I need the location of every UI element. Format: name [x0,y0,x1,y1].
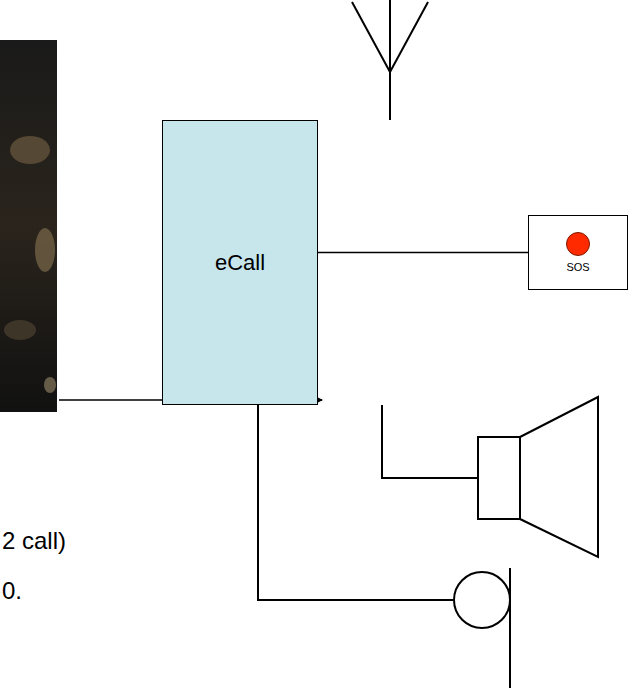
process-box: eCall [162,120,318,405]
antenna-symbol [352,0,428,120]
sos-button: SOS [528,215,628,290]
wire-connector [318,252,528,254]
box-title: eCall [215,250,265,276]
button-label: SOS [566,261,589,273]
note-text: 0. [2,577,22,605]
speaker-symbol [382,397,598,557]
led-indicator [566,232,590,256]
microphone-symbol [258,405,510,688]
photo-crop [0,40,57,412]
note-text: 2 call) [2,527,66,555]
